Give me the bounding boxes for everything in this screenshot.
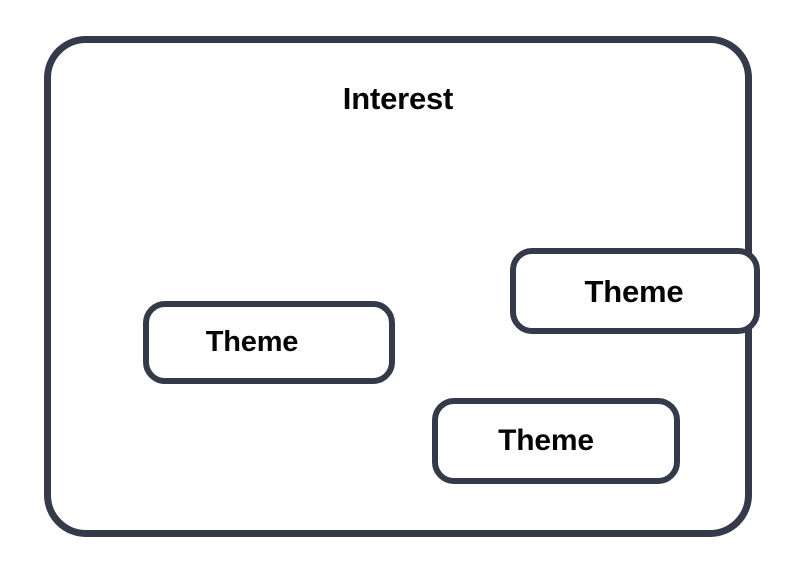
interest-group-title: Interest xyxy=(342,81,454,116)
interest-group-container[interactable]: Interest Theme Theme Theme xyxy=(44,36,760,537)
theme-node-1-label: Theme xyxy=(205,326,299,358)
theme-node-2[interactable]: Theme xyxy=(510,248,760,334)
theme-node-3[interactable]: Theme xyxy=(432,398,680,484)
theme-node-1[interactable]: Theme xyxy=(143,301,395,384)
theme-node-3-label: Theme xyxy=(498,424,594,457)
theme-node-2-label: Theme xyxy=(584,273,684,309)
